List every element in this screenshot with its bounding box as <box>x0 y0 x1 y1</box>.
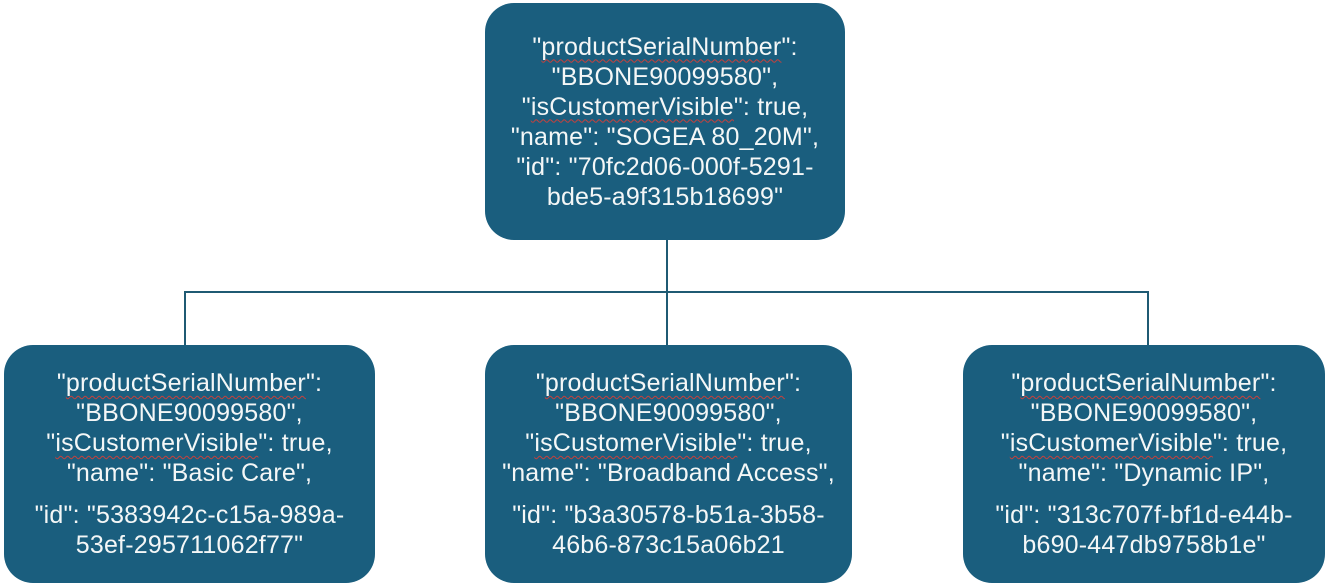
json-text: "id": "313c707f-bf1d-e44b- <box>995 501 1293 529</box>
json-line: "isCustomerVisible": true, <box>1001 428 1287 458</box>
json-text: "name": "Broadband Access", <box>502 459 835 487</box>
json-text: ": true, <box>258 429 333 457</box>
json-line: "BBONE90099580", <box>76 398 303 428</box>
json-text: "BBONE90099580", <box>555 399 782 427</box>
node-child-dynamic-ip[interactable]: "productSerialNumber":"BBONE90099580","i… <box>963 345 1325 583</box>
json-text: b690-447db9758b1e" <box>1022 531 1266 559</box>
json-text: "id": "5383942c-c15a-989a- <box>34 501 345 529</box>
json-text: "name": "Dynamic IP", <box>1018 459 1270 487</box>
connector-root-stem <box>666 240 668 292</box>
json-text: "id": "b3a30578-b51a-3b58- <box>512 501 825 529</box>
json-line: "productSerialNumber": <box>536 368 801 398</box>
json-text: " <box>1000 429 1010 457</box>
json-text: " <box>535 369 545 397</box>
json-text: " <box>56 369 66 397</box>
connector-drop-right <box>1147 291 1149 346</box>
json-line: "id": "313c707f-bf1d-e44b- <box>995 500 1292 530</box>
misspelled-word: productSerialNumber <box>544 369 785 397</box>
json-line: "BBONE90099580", <box>555 398 782 428</box>
json-text: ": <box>305 369 323 397</box>
json-text: "id": "70fc2d06-000f-5291- <box>516 152 814 181</box>
misspelled-word: productSerialNumber <box>65 369 306 397</box>
json-text: ": true, <box>737 429 812 457</box>
node-child-broadband-access[interactable]: "productSerialNumber":"BBONE90099580","i… <box>485 345 852 583</box>
misspelled-word: isCustomerVisible <box>55 429 259 457</box>
json-line: "BBONE90099580", <box>1031 398 1258 428</box>
json-line: "BBONE90099580", <box>552 62 779 92</box>
json-line: "productSerialNumber": <box>57 368 322 398</box>
json-line: 53ef-295711062f77" <box>76 530 304 560</box>
json-line: "name": "Broadband Access", <box>502 458 835 488</box>
connector-drop-left <box>184 291 186 346</box>
json-text: "BBONE90099580", <box>1030 399 1258 427</box>
json-text: " <box>46 429 56 457</box>
node-child-basic-care[interactable]: "productSerialNumber":"BBONE90099580","i… <box>4 345 375 583</box>
misspelled-word: isCustomerVisible <box>1009 429 1213 457</box>
json-line: "name": "SOGEA 80_20M", <box>511 122 819 152</box>
json-line: "isCustomerVisible": true, <box>525 428 811 458</box>
json-text: ": <box>784 369 802 397</box>
json-text: "BBONE90099580", <box>551 62 779 91</box>
json-text: " <box>521 92 531 121</box>
json-line: 46b6-873c15a06b21 <box>552 530 785 560</box>
json-text: 53ef-295711062f77" <box>75 531 304 559</box>
connector-drop-middle <box>666 291 668 346</box>
json-text: ": true, <box>733 92 809 121</box>
json-line: "id": "b3a30578-b51a-3b58- <box>512 500 825 530</box>
node-root-sogea[interactable]: "productSerialNumber":"BBONE90099580","i… <box>485 3 845 240</box>
misspelled-word: isCustomerVisible <box>530 92 734 121</box>
json-line: "isCustomerVisible": true, <box>522 92 808 122</box>
json-text: ": <box>1260 369 1277 397</box>
json-text: " <box>1011 369 1021 397</box>
json-line: "name": "Basic Care", <box>67 458 312 488</box>
json-line: "productSerialNumber": <box>532 32 797 62</box>
json-line: "id": "70fc2d06-000f-5291- <box>516 152 813 182</box>
misspelled-word: productSerialNumber <box>541 32 782 61</box>
json-text: "name": "Basic Care", <box>66 459 313 487</box>
misspelled-word: productSerialNumber <box>1020 369 1261 397</box>
json-text: " <box>525 429 535 457</box>
json-line: "id": "5383942c-c15a-989a- <box>35 500 345 530</box>
json-line: "productSerialNumber": <box>1011 368 1276 398</box>
json-text: " <box>532 32 542 61</box>
json-text: ": <box>781 32 798 61</box>
json-text: 46b6-873c15a06b21 <box>552 531 785 559</box>
json-line: "isCustomerVisible": true, <box>46 428 332 458</box>
json-text: ": true, <box>1212 429 1288 457</box>
json-text: bde5-a9f315b18699" <box>546 182 784 211</box>
json-line: b690-447db9758b1e" <box>1022 530 1265 560</box>
json-line: bde5-a9f315b18699" <box>547 182 783 212</box>
json-text: "BBONE90099580", <box>76 399 303 427</box>
json-line: "name": "Dynamic IP", <box>1019 458 1270 488</box>
misspelled-word: isCustomerVisible <box>534 429 738 457</box>
json-text: "name": "SOGEA 80_20M", <box>510 122 820 151</box>
